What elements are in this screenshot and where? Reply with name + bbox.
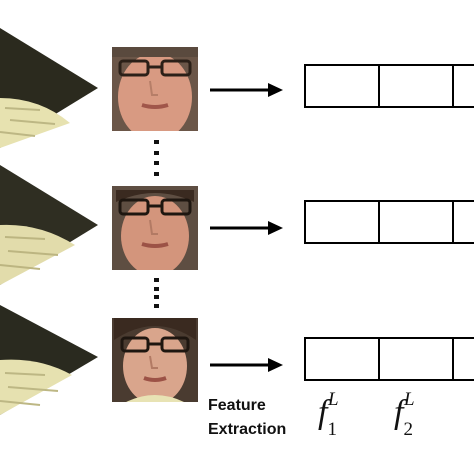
vertical-ellipsis-icon: [152, 140, 160, 176]
face-crop-3: [112, 318, 198, 402]
feature-cell: [304, 337, 380, 381]
face-crop-1: [112, 47, 198, 131]
feature-cell: [452, 64, 474, 108]
feature-cell: [304, 200, 380, 244]
feature-cell: [378, 200, 454, 244]
right-arrow-icon: [208, 218, 284, 238]
feature-cell: [378, 337, 454, 381]
video-frame-2: [0, 165, 102, 285]
feature-cell: [452, 200, 474, 244]
feature-label-f1: f1L: [318, 389, 339, 440]
right-arrow-icon: [208, 355, 284, 375]
video-frame-1: [0, 28, 102, 148]
feature-cell: [304, 64, 380, 108]
feature-cell: [452, 337, 474, 381]
face-crop-2: [112, 186, 198, 270]
feature-cell: [378, 64, 454, 108]
right-arrow-icon: [208, 80, 284, 100]
feature-extraction-line2: Extraction: [208, 421, 287, 438]
feature-label-f2: f2L: [394, 389, 415, 440]
video-frame-3: [0, 305, 102, 415]
feature-extraction-line1: Feature: [208, 397, 266, 414]
vertical-ellipsis-icon: [152, 278, 160, 308]
feature-extraction-label: Feature Extraction: [208, 394, 286, 442]
